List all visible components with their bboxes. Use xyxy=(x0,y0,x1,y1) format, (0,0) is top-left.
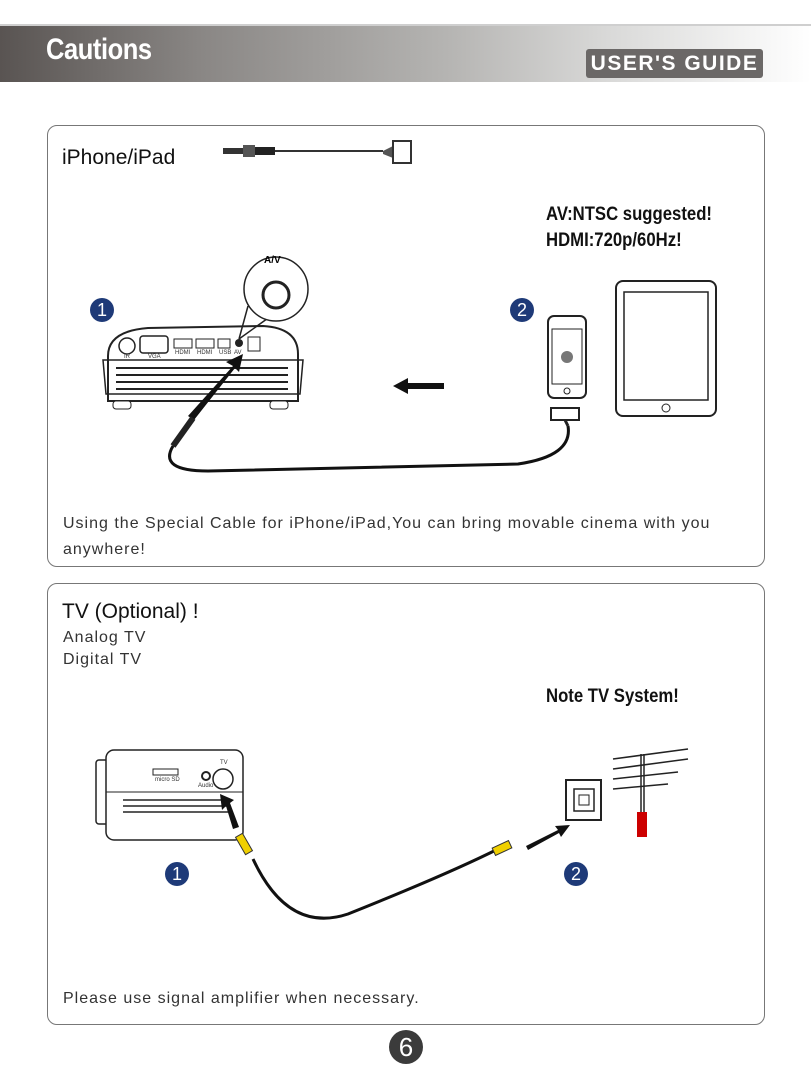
step-1-marker: 1 xyxy=(165,862,189,886)
section-description: Please use signal amplifier when necessa… xyxy=(63,990,420,1007)
hdmi2-port-label: HDMI xyxy=(197,350,213,356)
arrow-left-icon xyxy=(393,378,444,394)
step-2-marker: 2 xyxy=(564,862,588,886)
tv-port-label: TV xyxy=(220,760,228,766)
iphone-icon xyxy=(547,315,587,427)
section-title: TV (Optional) ! xyxy=(62,600,199,623)
users-guide-badge: USER'S GUIDE xyxy=(586,49,763,78)
tv-section: micro SD Audio TV TV (Optional) ! Analog… xyxy=(47,583,765,1025)
section-title: iPhone/iPad xyxy=(62,146,176,169)
av-ntsc-note: AV:NTSC suggested! xyxy=(546,204,712,225)
micro-sd-slot-label: micro SD xyxy=(155,777,180,783)
step-2-marker: 2 xyxy=(510,298,534,322)
projector-back-icon xyxy=(102,256,570,473)
iphone-section: IR VGA HDMI HDMI USB AV iPhone/iPad AV:N… xyxy=(47,125,765,567)
analog-tv-label: Analog TV xyxy=(63,629,147,646)
special-cable-icon xyxy=(223,140,412,164)
antenna-wall-socket-icon xyxy=(565,779,602,821)
vga-port-label: VGA xyxy=(148,354,161,360)
ir-port-label: IR xyxy=(124,354,130,360)
tv-system-note: Note TV System! xyxy=(546,686,679,707)
audio-port-label: Audio xyxy=(198,783,214,789)
tv-antenna-icon xyxy=(612,748,689,837)
hdmi1-port-label: HDMI xyxy=(175,350,191,356)
projector-side-icon xyxy=(95,749,570,920)
av-port-callout: A/V xyxy=(264,255,281,266)
ipad-icon xyxy=(615,280,717,417)
page-title: Cautions xyxy=(46,33,152,66)
page-number: 6 xyxy=(389,1030,423,1064)
section-description: Using the Special Cable for iPhone/iPad,… xyxy=(63,515,711,558)
tv-connection-illustration xyxy=(95,748,689,920)
av-port-label: AV xyxy=(234,350,242,356)
usb-port-label: USB xyxy=(219,350,232,356)
digital-tv-label: Digital TV xyxy=(63,651,143,668)
hdmi-note: HDMI:720p/60Hz! xyxy=(546,230,682,251)
step-1-marker: 1 xyxy=(90,298,114,322)
iphone-connection-illustration xyxy=(102,140,717,473)
